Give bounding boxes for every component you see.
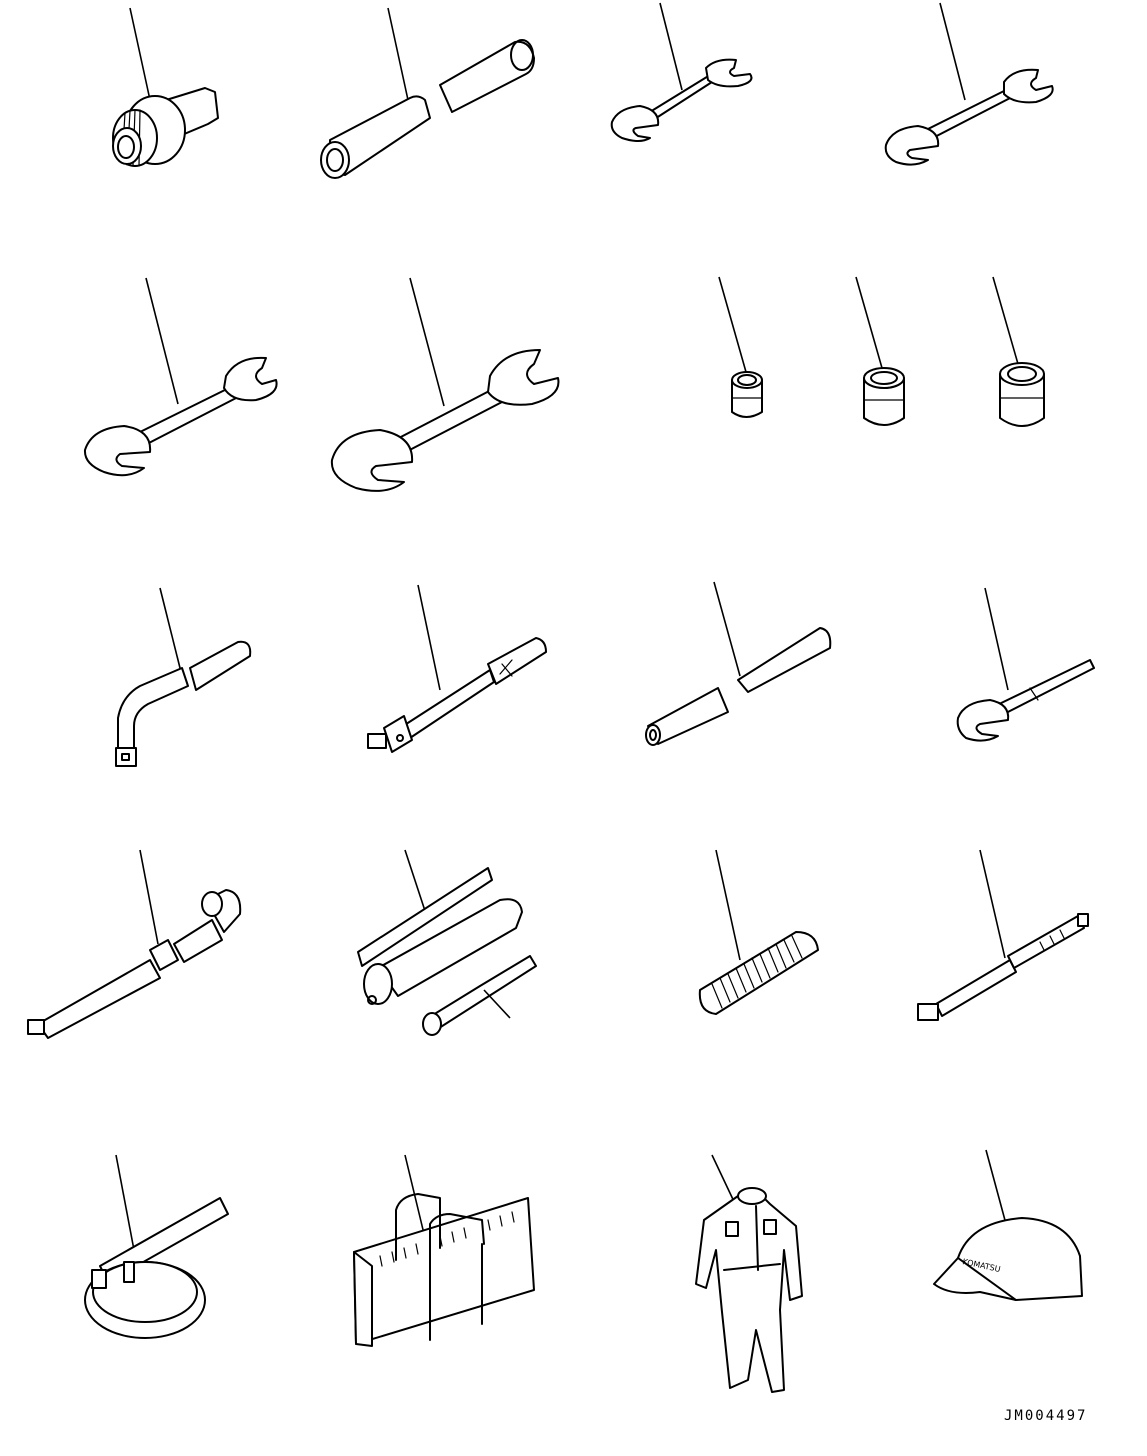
cap: KOMATSU <box>934 1150 1082 1300</box>
grease-gun <box>358 850 536 1035</box>
coveralls <box>696 1155 802 1392</box>
box-wrench-handle <box>28 850 240 1038</box>
drawing-code: JM004497 <box>1004 1408 1088 1424</box>
grease-hose-extension <box>918 850 1088 1020</box>
nozzle-fitting <box>113 8 218 166</box>
open-end-wrench-small <box>612 3 752 141</box>
tool-bag <box>354 1155 534 1346</box>
coil-spring <box>700 850 818 1014</box>
open-end-wrench-large <box>85 278 277 475</box>
open-end-wrench-medium <box>886 3 1053 165</box>
filter-wrench <box>85 1155 228 1338</box>
socket-medium <box>856 277 904 425</box>
socket-small <box>719 277 762 417</box>
l-handle <box>116 588 250 766</box>
extension-bar <box>368 585 546 752</box>
open-end-wrench-extra-large <box>332 278 559 491</box>
socket-large <box>993 277 1044 426</box>
pipe-bar <box>646 582 830 745</box>
extension-pipe <box>321 8 534 178</box>
long-handle-wrench <box>958 588 1094 741</box>
